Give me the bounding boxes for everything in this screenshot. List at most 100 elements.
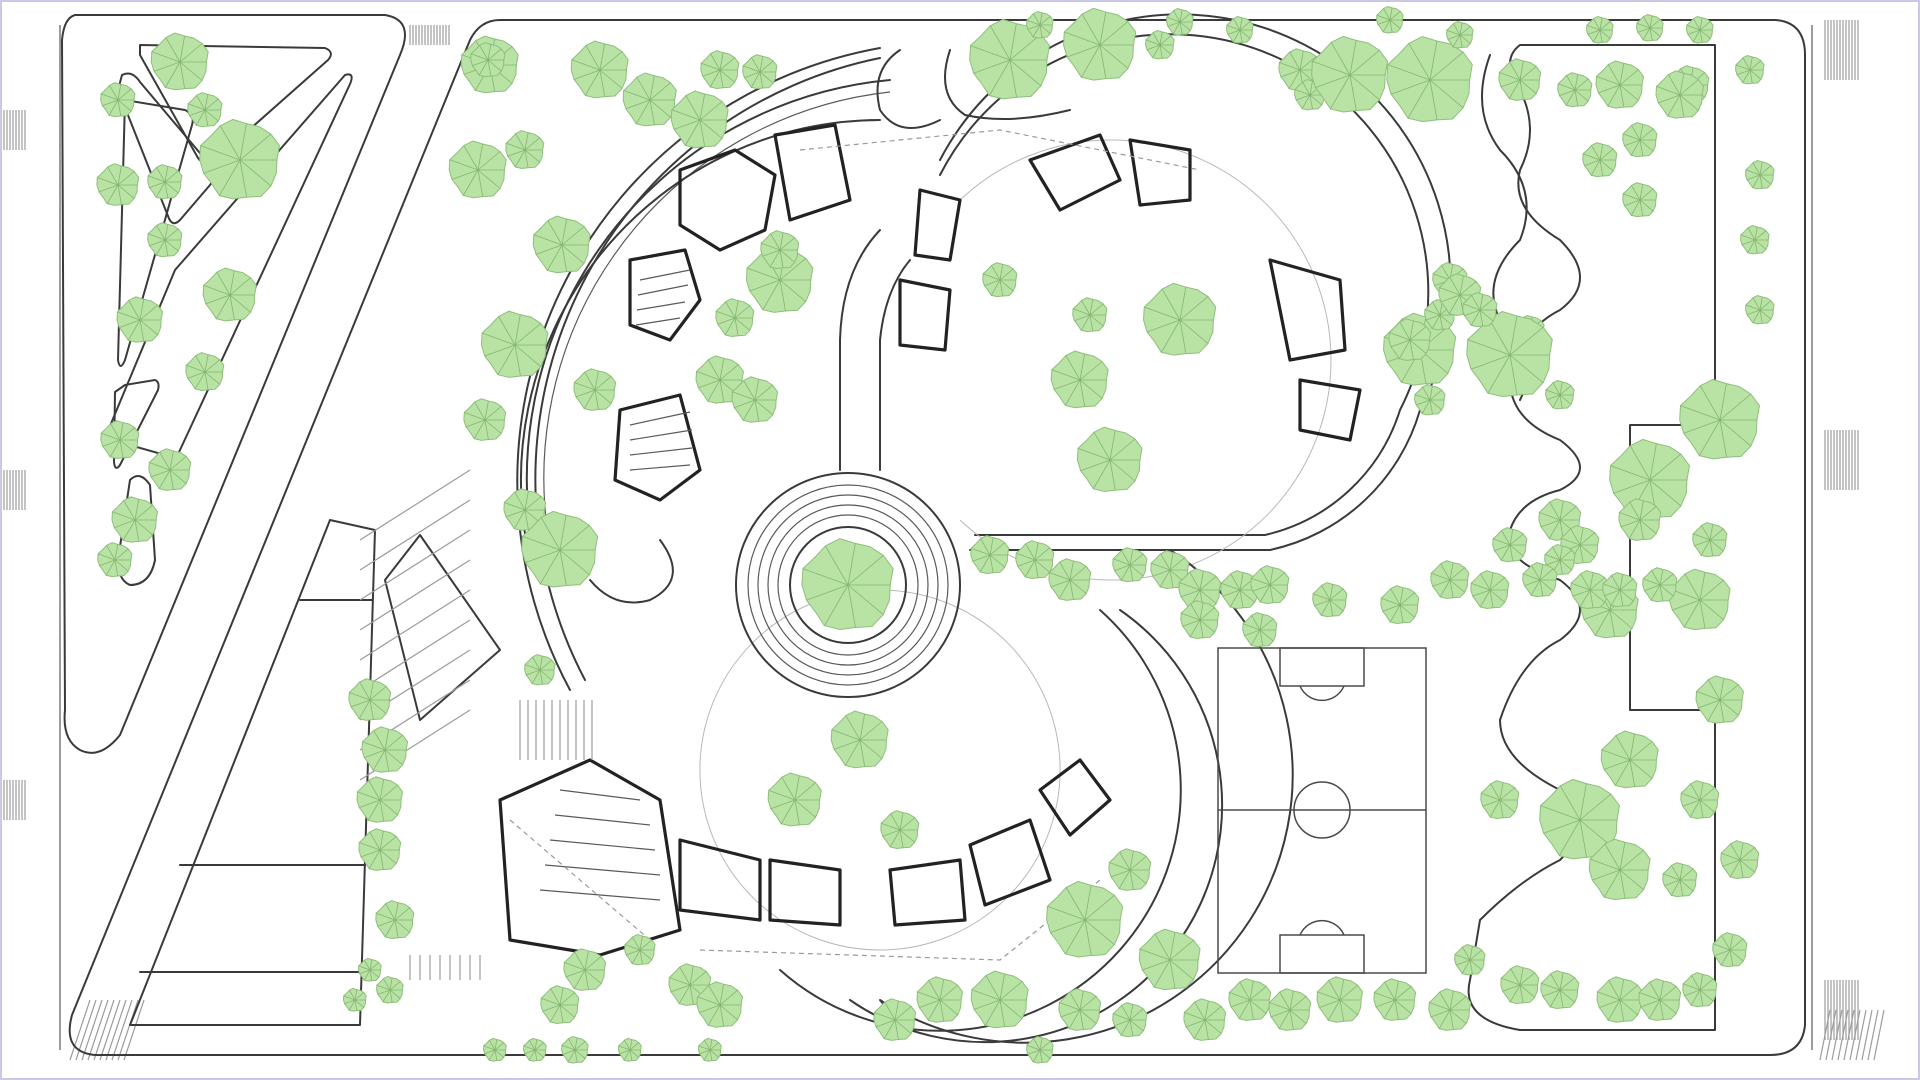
buildings xyxy=(498,123,1362,961)
tree-canopy-icon xyxy=(147,222,183,258)
tree-canopy-icon xyxy=(731,376,779,423)
tree-canopy-icon xyxy=(375,900,415,940)
tree-canopy-icon xyxy=(376,975,404,1004)
tree-canopy-icon xyxy=(342,987,367,1012)
tree-canopy-icon xyxy=(1540,970,1580,1010)
tree-canopy-icon xyxy=(1686,15,1714,44)
tree-canopy-icon xyxy=(830,710,889,769)
tree-canopy-icon xyxy=(1595,60,1645,109)
tree-canopy-icon xyxy=(573,368,617,411)
tree-canopy-icon xyxy=(1692,522,1728,558)
tree-canopy-icon xyxy=(1596,976,1644,1023)
tree-canopy-icon xyxy=(1544,544,1576,576)
tree-canopy-icon xyxy=(1655,70,1705,119)
tree-canopy-icon xyxy=(357,957,382,982)
tree-canopy-icon xyxy=(1470,570,1510,610)
tree-canopy-icon xyxy=(715,298,755,338)
tree-canopy-icon xyxy=(1492,527,1528,563)
tree-canopy-icon xyxy=(1720,840,1760,880)
tree-canopy-icon xyxy=(1145,29,1175,60)
tree-canopy-icon xyxy=(1682,972,1718,1008)
tree-canopy-icon xyxy=(540,985,580,1025)
crosswalk-stripe xyxy=(87,999,109,1061)
crosswalk-stripe xyxy=(1843,1009,1855,1061)
tree-canopy-icon xyxy=(1428,988,1472,1031)
tree-canopy-icon xyxy=(1316,976,1364,1023)
tree-canopy-icon xyxy=(1570,570,1610,610)
crosswalk-stripe xyxy=(1873,1009,1885,1061)
tree-canopy-icon xyxy=(503,488,547,531)
crosswalk-stripe xyxy=(123,999,145,1061)
stair-stripe xyxy=(359,469,471,541)
tree-canopy-icon xyxy=(1138,928,1201,991)
tree-canopy-icon xyxy=(199,118,280,200)
tree-canopy-icon xyxy=(880,810,920,850)
tree-canopy-icon xyxy=(622,72,677,127)
tree-canopy-icon xyxy=(1745,159,1775,190)
tree-canopy-icon xyxy=(348,678,392,721)
tree-canopy-icon xyxy=(1582,142,1618,178)
site-boundaries xyxy=(59,14,1813,1056)
tree-canopy-icon xyxy=(1680,780,1720,820)
tree-canopy-icon xyxy=(617,1037,642,1062)
tree-canopy-icon xyxy=(982,262,1018,298)
stair-stripe xyxy=(359,589,471,661)
tree-canopy-icon xyxy=(532,215,591,274)
tree-canopy-icon xyxy=(1180,600,1220,640)
stair-stripe xyxy=(359,559,471,631)
tree-canopy-icon xyxy=(185,352,225,392)
tree-canopy-icon xyxy=(1740,224,1770,255)
tree-canopy-icon xyxy=(1112,547,1148,583)
crosswalk-stripe xyxy=(99,999,121,1061)
tree-canopy-icon xyxy=(1638,978,1682,1021)
tree-canopy-icon xyxy=(1600,730,1659,789)
tree-canopy-icon xyxy=(1220,570,1260,610)
tree-canopy-icon xyxy=(561,1035,589,1064)
tree-canopy-icon xyxy=(700,50,740,90)
crosswalk-stripe xyxy=(1855,1009,1867,1061)
tree-canopy-icon xyxy=(1376,5,1404,34)
tree-canopy-icon xyxy=(1026,1035,1054,1064)
tree-canopy-icon xyxy=(1695,675,1745,724)
tree-canopy-icon xyxy=(1063,7,1137,81)
crosswalk-stripe xyxy=(93,999,115,1061)
tree-canopy-icon xyxy=(1609,438,1690,520)
tree-canopy-icon xyxy=(482,1037,507,1062)
tree-canopy-icon xyxy=(96,163,140,206)
stair-stripe xyxy=(359,619,471,691)
tree-canopy-icon xyxy=(970,535,1010,575)
tree-canopy-icon xyxy=(97,542,133,578)
tree-canopy-icon xyxy=(760,230,800,270)
tree-canopy-icon xyxy=(1226,15,1254,44)
crosswalk-stripe xyxy=(1825,1009,1837,1061)
tree-canopy-icon xyxy=(1058,988,1102,1031)
stair-stripe xyxy=(359,499,471,571)
tree-canopy-icon xyxy=(463,398,507,441)
tree-canopy-icon xyxy=(570,40,629,99)
tree-canopy-icon xyxy=(187,92,223,128)
tree-canopy-icon xyxy=(563,948,607,991)
tree-canopy-icon xyxy=(1745,294,1775,325)
tree-canopy-icon xyxy=(524,654,556,686)
crosswalk-stripe xyxy=(1867,1009,1879,1061)
tree-canopy-icon xyxy=(356,776,404,823)
tree-canopy-icon xyxy=(767,772,822,827)
tree-canopy-icon xyxy=(1712,932,1748,968)
tree-canopy-icon xyxy=(1048,558,1092,601)
crosswalk-stripe xyxy=(1837,1009,1849,1061)
tree-canopy-icon xyxy=(1557,72,1593,108)
tree-canopy-icon xyxy=(1050,350,1109,409)
tree-canopy-icon xyxy=(1679,378,1760,460)
tree-canopy-icon xyxy=(1072,297,1108,333)
tree-canopy-icon xyxy=(742,54,778,90)
stair-stripe xyxy=(359,529,471,601)
tree-canopy-icon xyxy=(1586,15,1614,44)
tree-canopy-icon xyxy=(1602,572,1638,608)
tree-canopy-icon xyxy=(1462,292,1498,328)
tree-canopy-icon xyxy=(448,140,507,199)
tree-canopy-icon xyxy=(1522,562,1558,598)
tree-canopy-icon xyxy=(116,296,164,343)
tree-canopy-icon xyxy=(1386,36,1473,123)
tree-canopy-icon xyxy=(480,310,549,378)
